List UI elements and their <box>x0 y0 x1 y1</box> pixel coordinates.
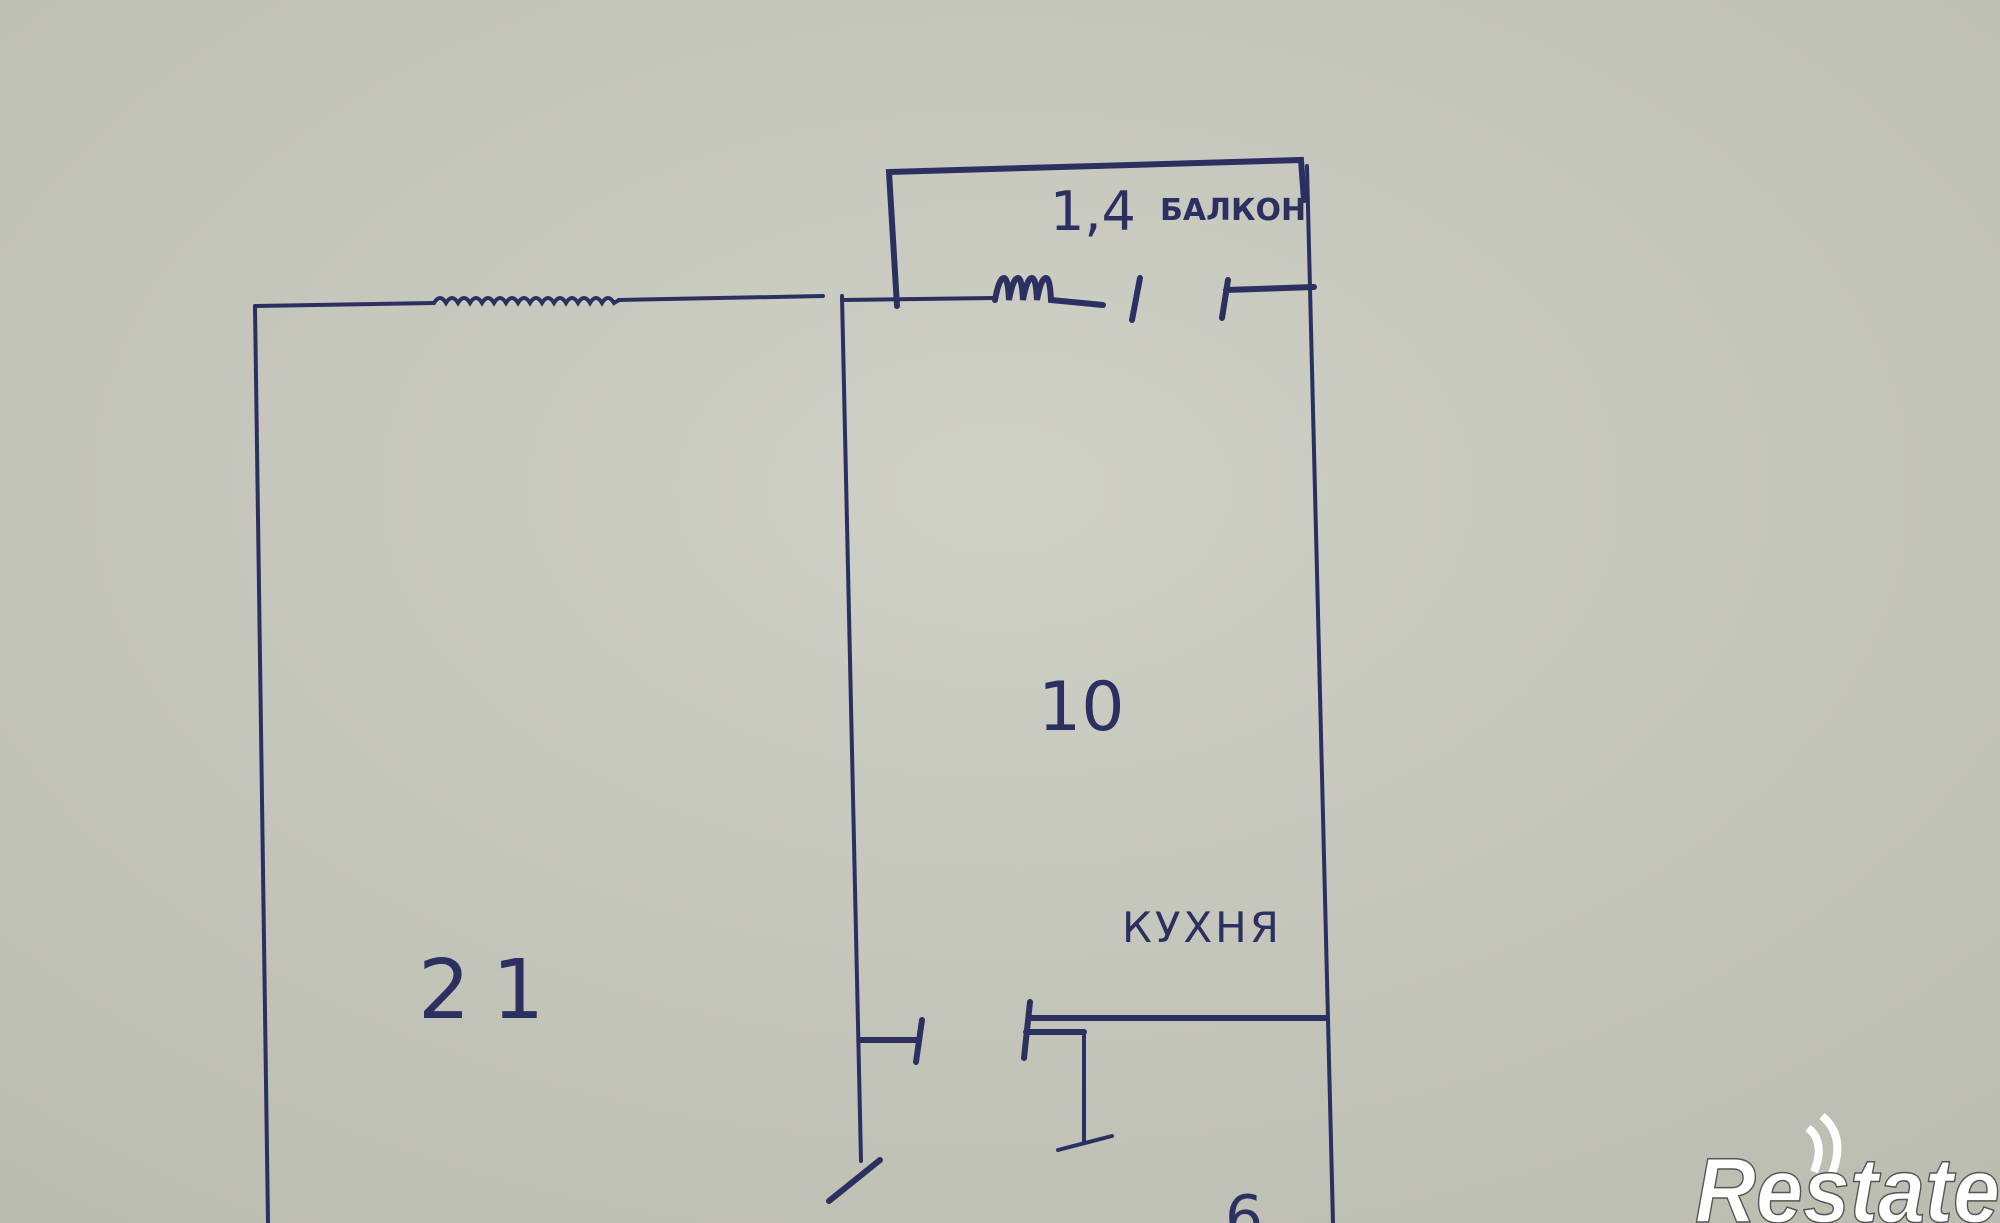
kitchen-area-label: 10 <box>1038 668 1125 747</box>
entry-door <box>826 1157 883 1204</box>
balcony-wall <box>840 296 997 302</box>
balcony-area-label: 1,4 <box>1050 180 1136 243</box>
restate-logo: Restate <box>1694 1112 2000 1223</box>
partition <box>1056 1030 1114 1152</box>
left-wall <box>253 304 270 1223</box>
kitchen-label: КУХНЯ <box>1122 903 1282 952</box>
balcony-outline <box>885 156 1307 309</box>
balcony-door <box>1219 277 1317 321</box>
signal-arc-icon <box>1805 1112 1842 1180</box>
right-wall <box>1305 164 1335 1223</box>
kitchen-door-left <box>858 1017 925 1065</box>
partial-area-label: 6 <box>1225 1183 1263 1223</box>
window-room <box>432 296 621 307</box>
watermark-text: Restate <box>1695 1140 2000 1223</box>
balcony-window <box>992 274 1143 323</box>
kitchen-door-right <box>1021 999 1087 1061</box>
middle-wall <box>840 294 863 1163</box>
room-area-label: 21 <box>418 943 566 1038</box>
top-wall <box>253 294 825 308</box>
balcony-label: БАЛКОН <box>1160 193 1306 228</box>
